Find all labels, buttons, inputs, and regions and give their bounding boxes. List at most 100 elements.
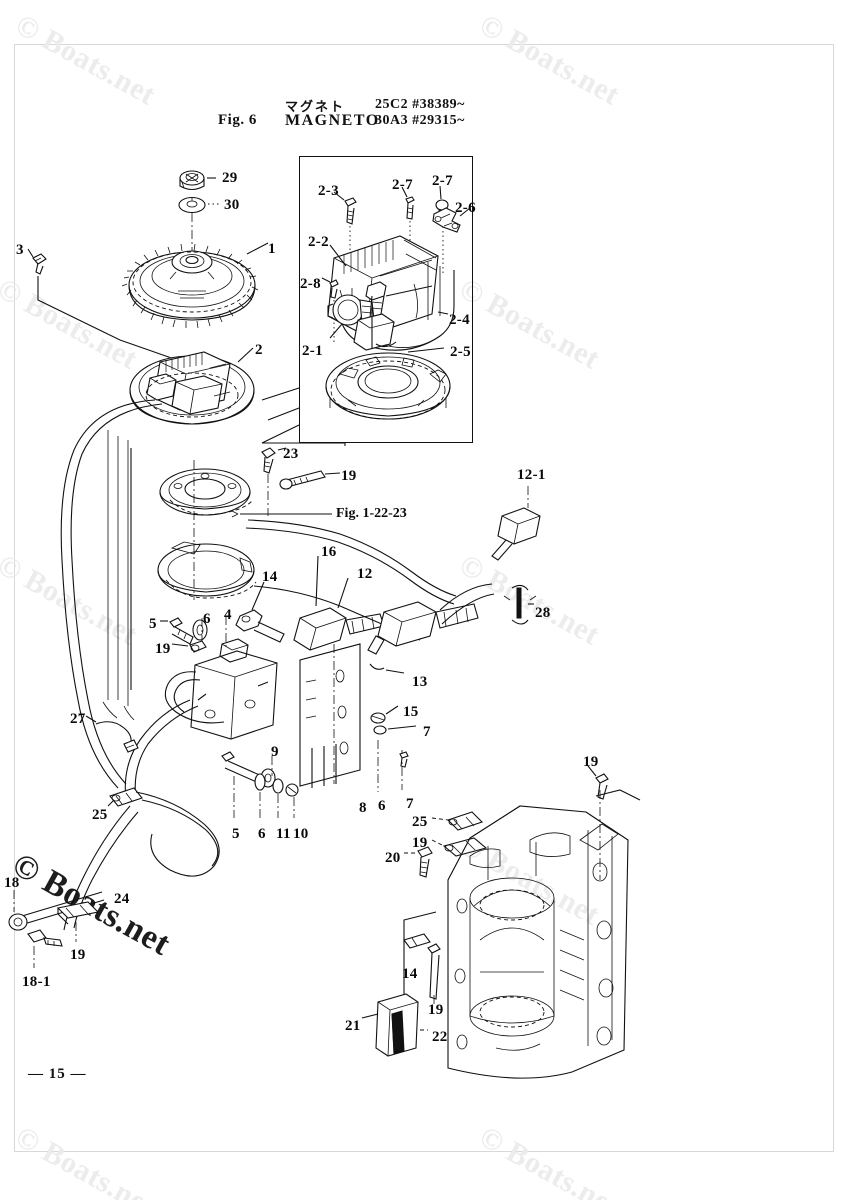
part-19-bolt-c	[595, 773, 609, 800]
callout-2-1: 2-1	[302, 343, 323, 359]
part-2-8-screw	[329, 279, 339, 299]
part-23-clamp	[261, 447, 276, 474]
callout-18: 18	[4, 875, 20, 891]
figure-number: Fig. 6	[218, 112, 257, 128]
callout-16: 16	[321, 544, 337, 560]
callout-27: 27	[70, 711, 86, 727]
figure-reference: Fig. 1-22-23	[336, 506, 407, 521]
callout-12-1: 12-1	[517, 467, 546, 483]
page-number: — 15 —	[28, 1066, 87, 1082]
callout-6-c: 6	[378, 798, 386, 814]
part-15-nut	[370, 712, 386, 724]
callout-5-b: 5	[232, 826, 240, 842]
part-27-connector	[95, 721, 139, 753]
part-28-clip	[503, 584, 537, 625]
callout-9: 9	[271, 744, 279, 760]
callout-8: 8	[359, 800, 367, 816]
callout-14: 14	[262, 569, 278, 585]
part-4-ignition-coil	[190, 638, 278, 740]
callout-19-d: 19	[70, 947, 86, 963]
inset-center-pole	[353, 281, 397, 351]
part-5-bolt-a	[169, 617, 194, 645]
part-12-plug-cap-b	[377, 601, 479, 647]
callout-29: 29	[222, 170, 238, 186]
callout-2-7-b: 2-7	[432, 173, 453, 189]
part-2-7-screw-a	[405, 196, 415, 220]
part-12-plug-cap-a	[293, 607, 385, 651]
callout-2-3: 2-3	[318, 183, 339, 199]
part-2-6-bracket	[432, 207, 461, 233]
engine-block	[447, 805, 629, 1079]
callout-19-a: 19	[341, 468, 357, 484]
callout-6-b: 6	[258, 826, 266, 842]
part-19-bolt-d	[427, 943, 441, 1000]
callout-7-a: 7	[423, 724, 431, 740]
callout-6-a: 6	[203, 611, 211, 627]
callout-13: 13	[412, 674, 428, 690]
callout-10: 10	[293, 826, 309, 842]
callout-23: 23	[283, 446, 299, 462]
part-22-anode-block	[375, 993, 419, 1057]
part-2-5-base-plate	[325, 352, 451, 420]
part-14-bracket-b	[403, 933, 431, 1000]
part-24-bracket	[56, 901, 100, 925]
model-range-1: 25C2 #38389~	[375, 97, 465, 112]
callout-7-b: 7	[406, 796, 414, 812]
part-29-nut	[179, 170, 205, 191]
part-19-bolt-b	[189, 640, 207, 653]
part-8-bracket-plate	[299, 643, 361, 788]
callout-5-a: 5	[149, 616, 157, 632]
callout-28: 28	[535, 605, 551, 621]
callout-11: 11	[276, 826, 291, 842]
part-20-bolt	[417, 846, 433, 878]
part-18-1-fitting	[27, 929, 63, 947]
page-title: MAGNETO	[285, 112, 380, 129]
part-18-rod	[8, 891, 105, 931]
part-30-washer	[178, 196, 206, 214]
callout-21: 21	[345, 1018, 361, 1034]
callout-2-6: 2-6	[455, 200, 476, 216]
part-25-clamp-b	[446, 811, 484, 831]
part-12-1-grommet	[491, 507, 541, 561]
callout-19-c: 19	[412, 835, 428, 851]
model-range-2: 30A3 #29315~	[375, 113, 465, 128]
callout-2: 2	[255, 342, 263, 358]
part-19-bolt-a	[279, 470, 326, 490]
part-6-washer-b	[254, 773, 266, 791]
inset-magneto-exploded	[321, 185, 471, 420]
part-13-clip	[367, 635, 385, 670]
callout-14-b: 14	[402, 966, 418, 982]
callout-25-b: 25	[412, 814, 428, 830]
title-japanese: マグネト	[285, 100, 346, 115]
callout-3: 3	[16, 242, 24, 258]
callout-19-f: 19	[428, 1002, 444, 1018]
part-gasket-ring	[157, 541, 257, 599]
callout-15: 15	[403, 704, 419, 720]
part-2-3-screw	[344, 197, 357, 225]
part-cover-plate	[159, 468, 253, 516]
part-2-magneto-assembly	[129, 351, 255, 425]
part-7-washer	[373, 725, 387, 735]
callout-24: 24	[114, 891, 130, 907]
part-10-nut	[285, 783, 299, 797]
callout-18-1: 18-1	[22, 974, 51, 990]
callout-20: 20	[385, 850, 401, 866]
callout-2-7-a: 2-7	[392, 177, 413, 193]
callout-30: 30	[224, 197, 240, 213]
callout-2-5: 2-5	[450, 344, 471, 360]
callout-22: 22	[432, 1029, 448, 1045]
part-25-clamp-a	[109, 787, 143, 807]
part-1-flywheel	[121, 243, 259, 329]
part-14-terminal	[235, 609, 285, 643]
part-6-washer-a	[192, 619, 208, 641]
part-3-terminal	[32, 253, 47, 275]
part-7-bolt-b	[399, 751, 409, 768]
part-11-washer	[272, 778, 284, 794]
callout-19-b: 19	[155, 641, 171, 657]
callout-12: 12	[357, 566, 373, 582]
callout-1: 1	[268, 241, 276, 257]
callout-25-a: 25	[92, 807, 108, 823]
callout-4: 4	[224, 607, 232, 623]
